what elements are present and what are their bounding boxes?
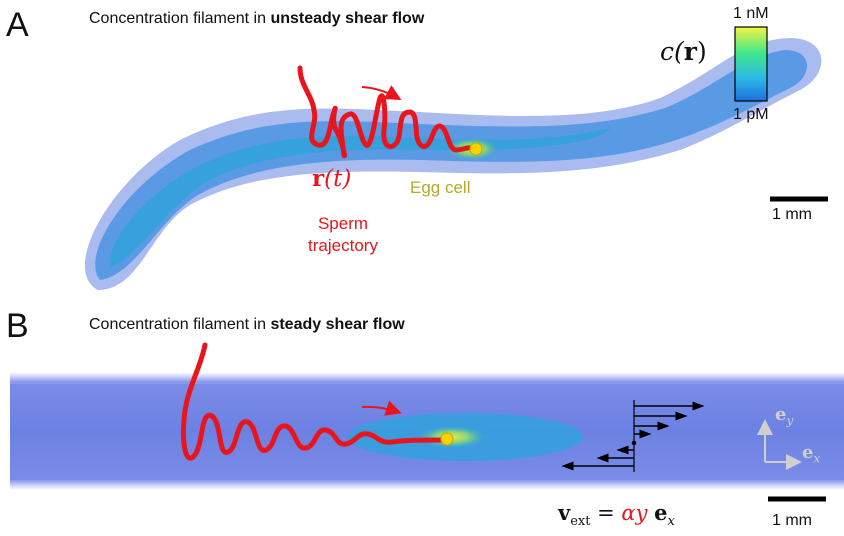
panel-a-title-bold: unsteady shear flow <box>270 10 425 27</box>
velocity-sub: ext <box>570 514 591 530</box>
axis-ey-e: e <box>775 404 787 425</box>
panel-a-title: Concentration filament in unsteady shear… <box>89 10 424 28</box>
sperm-label-line2: trajectory <box>308 236 378 255</box>
panel-a-title-prefix: Concentration filament in <box>89 10 271 27</box>
colorbar-symbol-r: r <box>683 37 697 66</box>
colorbar-max-label: 1 nM <box>733 5 769 22</box>
panel-b-letter: B <box>6 307 29 345</box>
panel-b-title-prefix: Concentration filament in <box>89 316 271 333</box>
sperm-trajectory-b <box>181 342 449 461</box>
direction-arrow-a <box>361 85 402 100</box>
velocity-alpha: αy <box>621 501 648 525</box>
axis-ex-sub: x <box>813 451 821 466</box>
trajectory-symbol: r(t) <box>312 165 351 192</box>
sperm-trajectory-label: Sperm trajectory <box>298 213 388 257</box>
velocity-equation: vext = αy ex <box>558 500 675 529</box>
sperm-trajectory-a <box>297 65 479 159</box>
panel-a-letter: A <box>6 6 29 44</box>
filament-a-outer <box>84 38 822 290</box>
trajectory-symbol-t: (t) <box>324 166 352 192</box>
velocity-lhs: v <box>558 500 571 525</box>
axis-ey-sub: y <box>786 413 794 428</box>
panel-b-title: Concentration filament in steady shear f… <box>89 316 405 334</box>
colorbar-symbol-close: ) <box>696 37 707 66</box>
colorbar-symbol-c: c( <box>660 37 684 66</box>
direction-arrow-b <box>361 400 402 416</box>
colorbar <box>734 26 768 102</box>
shear-flow-arrows <box>561 400 705 472</box>
trajectory-symbol-r: r <box>312 165 325 192</box>
filament-a-inner <box>109 128 611 268</box>
colorbar-min-label: 1 pM <box>733 106 769 123</box>
egg-cell-b <box>440 432 454 446</box>
scale-label-a: 1 mm <box>772 206 812 223</box>
velocity-e: e <box>654 500 668 525</box>
egg-cell-label: Egg cell <box>410 178 471 197</box>
panel-b-title-bold: steady shear flow <box>270 316 405 333</box>
axis-ey-label: ey <box>775 404 793 428</box>
coordinate-axes <box>757 419 802 470</box>
colorbar-symbol: c(r) <box>660 37 707 66</box>
velocity-eq: = <box>590 501 622 525</box>
axis-ex-label: ex <box>802 442 820 466</box>
velocity-e-sub: x <box>667 514 675 530</box>
egg-cell-a <box>469 142 483 156</box>
axis-ex-e: e <box>802 442 814 463</box>
sperm-label-line1: Sperm <box>317 214 369 233</box>
scale-label-b: 1 mm <box>772 512 812 529</box>
